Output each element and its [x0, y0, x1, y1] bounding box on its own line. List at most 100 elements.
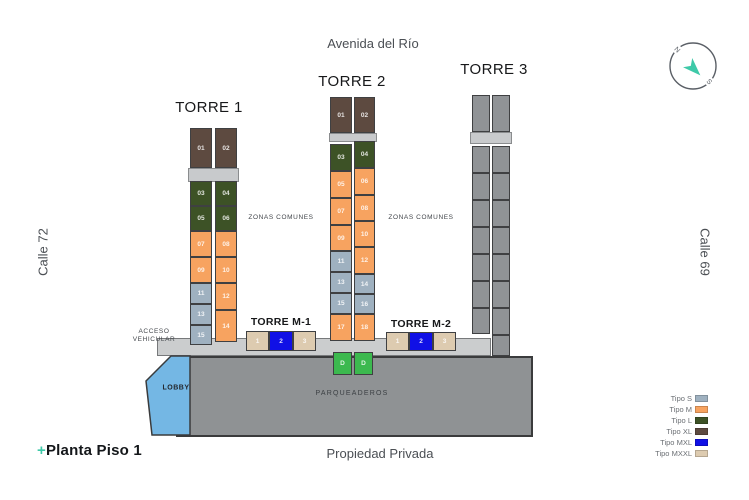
compass-arrow-icon: [683, 58, 701, 76]
torre-1-unit-08[interactable]: 08: [215, 231, 237, 257]
legend-swatch-mxl: [695, 439, 708, 446]
acceso-vehicular-label: ACCESO VEHICULAR: [133, 328, 176, 344]
torre-3-unit: [492, 227, 510, 254]
legend-swatch-mxxl: [695, 450, 708, 457]
legend-label: Tipo S: [670, 394, 692, 403]
torre-1-unit-02[interactable]: 02: [215, 128, 237, 168]
torre-m1-unit-1[interactable]: 1: [246, 331, 269, 351]
torre-3-unit: [472, 227, 490, 254]
torre-1-unit-14[interactable]: 14: [215, 310, 237, 342]
torre-1-landing: [188, 168, 239, 182]
torre-1-unit-13[interactable]: 13: [190, 304, 212, 325]
torre-2-unit-18[interactable]: 18: [354, 314, 375, 341]
torre-1-unit-01[interactable]: 01: [190, 128, 212, 168]
torre-2-title: TORRE 2: [318, 73, 386, 90]
torre-m2-unit-2[interactable]: 2: [409, 332, 433, 351]
torre-2-unit-15[interactable]: 15: [330, 293, 352, 314]
legend-row-xl: Tipo XL: [646, 426, 708, 437]
torre-1-unit-11[interactable]: 11: [190, 283, 212, 304]
torre-m2-unit-3[interactable]: 3: [433, 332, 456, 351]
legend-label: Tipo MXXL: [655, 449, 692, 458]
torre-m2-unit-1[interactable]: 1: [386, 332, 409, 351]
legend-label: Tipo L: [671, 416, 692, 425]
torre-m1-unit-2[interactable]: 2: [269, 331, 293, 351]
torre-2-unit-10[interactable]: 10: [354, 221, 375, 247]
acceso-line1: ACCESO: [138, 328, 170, 335]
torre-1-unit-12[interactable]: 12: [215, 283, 237, 310]
torre-2-unit-09[interactable]: 09: [330, 225, 352, 251]
torre-2-unit-13[interactable]: 13: [330, 272, 352, 293]
torre-2-unit-14[interactable]: 14: [354, 274, 375, 294]
torre-m2-title: TORRE M-2: [390, 318, 452, 330]
legend-swatch-l: [695, 417, 708, 424]
lobby-label: LOBBY: [162, 384, 190, 392]
legend-swatch-s: [695, 395, 708, 402]
page-title-text: Planta Piso 1: [45, 442, 142, 459]
torre-2-unit-11[interactable]: 11: [330, 251, 352, 272]
torre-2-landing: [329, 133, 377, 142]
torre-1-unit-07[interactable]: 07: [190, 231, 212, 257]
torre-3-unit: [472, 308, 490, 334]
legend-swatch-xl: [695, 428, 708, 435]
torre-1-unit-04[interactable]: 04: [215, 181, 237, 206]
torre-3-unit: [472, 281, 490, 308]
street-label-calle-72: Calle 72: [35, 228, 51, 276]
legend-swatch-m: [695, 406, 708, 413]
torre-2-unit-08[interactable]: 08: [354, 195, 375, 221]
street-label-avenida-del-rio: Avenida del Río: [327, 36, 419, 51]
torre-3-unit: [472, 254, 490, 281]
parqueaderos-label: PARQUEADEROS: [315, 390, 389, 397]
torre-2-unit-04[interactable]: 04: [354, 141, 375, 168]
torre-2-unit-01[interactable]: 01: [330, 97, 352, 133]
depositos-unit-D[interactable]: D: [333, 352, 352, 375]
street-label-calle-69: Calle 69: [697, 228, 713, 276]
torre-1-unit-09[interactable]: 09: [190, 257, 212, 283]
legend-row-mxl: Tipo MXL: [646, 437, 708, 448]
torre-1-unit-03[interactable]: 03: [190, 181, 212, 206]
zonas-comunes-label-1: ZONAS COMUNES: [248, 214, 314, 221]
torre-3-landing: [470, 132, 512, 144]
torre-2-unit-06[interactable]: 06: [354, 168, 375, 195]
street-label-propiedad-privada: Propiedad Privada: [326, 446, 434, 461]
torre-2-unit-17[interactable]: 17: [330, 314, 352, 341]
torre-2-unit-03[interactable]: 03: [330, 144, 352, 171]
compass-icon: N S: [669, 42, 717, 90]
torre-1-unit-15[interactable]: 15: [190, 325, 212, 345]
torre-1-unit-10[interactable]: 10: [215, 257, 237, 283]
torre-3-unit: [472, 95, 490, 132]
depositos-unit-D[interactable]: D: [354, 352, 373, 375]
legend-row-m: Tipo M: [646, 404, 708, 415]
torre-m1-unit-3[interactable]: 3: [293, 331, 316, 351]
torre-3-unit: [492, 308, 510, 335]
torre-2-unit-02[interactable]: 02: [354, 97, 375, 133]
torre-3-unit: [492, 173, 510, 200]
page-title: +Planta Piso 1: [37, 442, 142, 459]
legend-row-mxxl: Tipo MXXL: [646, 448, 708, 459]
torre-3-unit: [492, 335, 510, 356]
torre-m1-title: TORRE M-1: [250, 316, 312, 328]
torre-1-unit-05[interactable]: 05: [190, 206, 212, 231]
plus-icon: +: [37, 442, 46, 459]
zonas-comunes-label-2: ZONAS COMUNES: [388, 214, 454, 221]
torre-2-unit-16[interactable]: 16: [354, 294, 375, 314]
torre-3-unit: [492, 95, 510, 132]
torre-2-unit-07[interactable]: 07: [330, 198, 352, 225]
torre-3-unit: [472, 146, 490, 173]
torre-1-unit-06[interactable]: 06: [215, 206, 237, 231]
torre-3-unit: [472, 173, 490, 200]
torre-3-unit: [492, 281, 510, 308]
acceso-line2: VEHICULAR: [132, 336, 176, 343]
torre-3-unit: [492, 200, 510, 227]
torre-3-title: TORRE 3: [460, 61, 528, 78]
legend-label: Tipo M: [669, 405, 692, 414]
legend-label: Tipo MXL: [660, 438, 692, 447]
legend-row-l: Tipo L: [646, 415, 708, 426]
torre-3-unit: [492, 254, 510, 281]
legend-row-s: Tipo S: [646, 393, 708, 404]
torre-3-unit: [472, 200, 490, 227]
torre-2-unit-12[interactable]: 12: [354, 247, 375, 274]
torre-3-unit: [492, 146, 510, 173]
torre-2-unit-05[interactable]: 05: [330, 171, 352, 198]
